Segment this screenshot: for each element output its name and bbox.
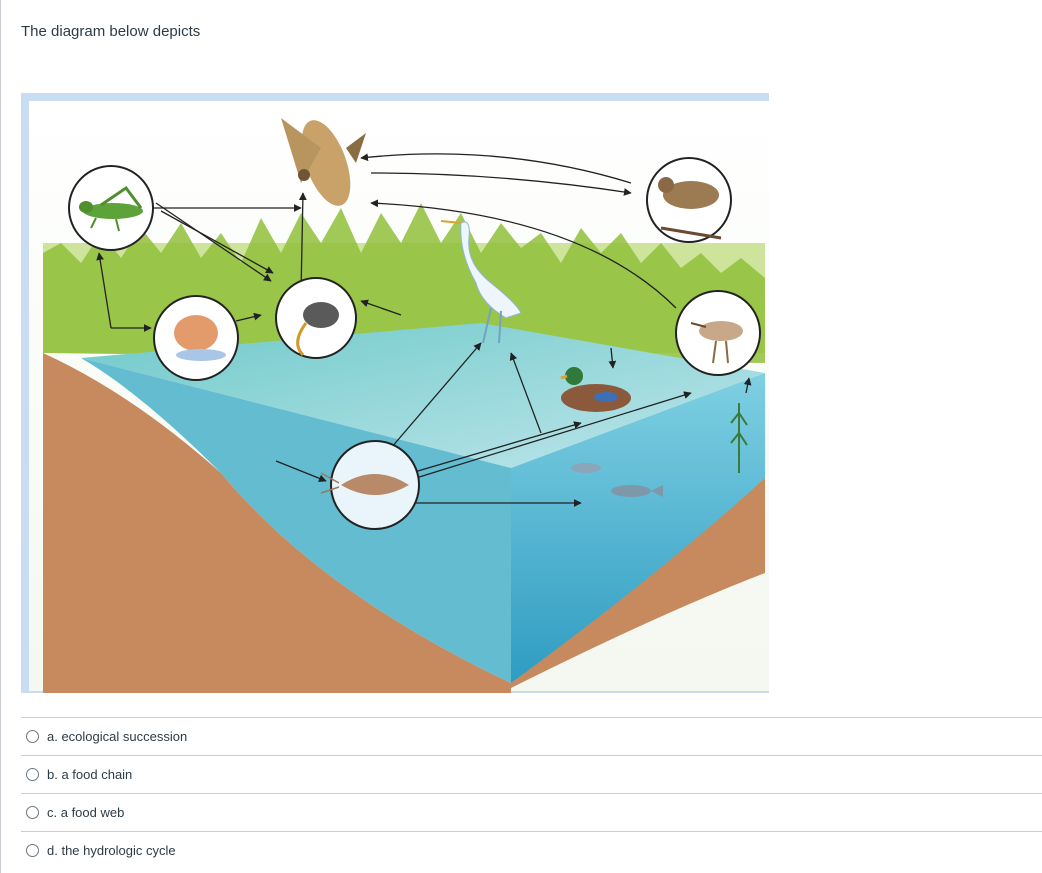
duck-icon: [560, 367, 631, 412]
egret-icon: [440, 220, 522, 344]
answer-label: c. a food web: [47, 805, 125, 820]
water-front: [81, 358, 511, 683]
answer-option-a[interactable]: a. ecological succession: [21, 717, 1042, 755]
grasshopper-icon: [68, 165, 154, 251]
answer-label: a. ecological succession: [47, 729, 188, 744]
fish-icon: [571, 463, 663, 497]
radio-button[interactable]: [26, 730, 39, 743]
hawk-icon: [281, 118, 366, 206]
answer-label: b. a food chain: [47, 767, 133, 782]
shrimp-icon: [320, 440, 420, 530]
sandpiper-icon: [675, 290, 761, 376]
answer-option-c[interactable]: c. a food web: [21, 793, 1042, 831]
snail-icon: [153, 295, 239, 381]
food-web-diagram: [21, 93, 769, 693]
shrew-icon: [275, 277, 357, 359]
feeding-arrows: [96, 153, 752, 507]
question-prompt: The diagram below depicts: [21, 23, 201, 40]
radio-button[interactable]: [26, 844, 39, 857]
soil-bank: [43, 353, 511, 693]
page-left-border: [0, 0, 1, 873]
answer-option-b[interactable]: b. a food chain: [21, 755, 1042, 793]
water-surface: [81, 323, 765, 468]
water-side: [511, 373, 765, 683]
aquatic-plant-icon: [730, 403, 748, 473]
radio-button[interactable]: [26, 806, 39, 819]
thrush-icon: [646, 157, 732, 243]
radio-button[interactable]: [26, 768, 39, 781]
answer-list: a. ecological succession b. a food chain…: [21, 717, 1042, 869]
answer-label: d. the hydrologic cycle: [47, 843, 176, 858]
answer-option-d[interactable]: d. the hydrologic cycle: [21, 831, 1042, 869]
